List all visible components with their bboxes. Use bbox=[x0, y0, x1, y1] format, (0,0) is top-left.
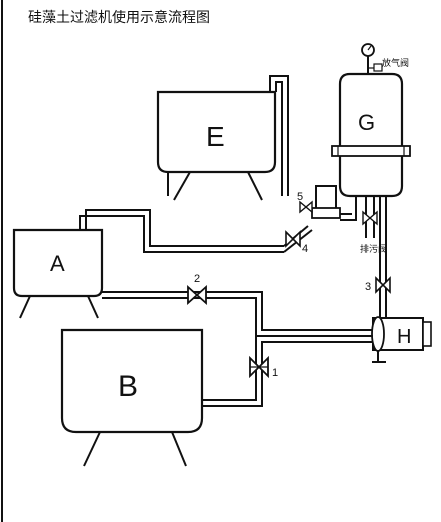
filter-g: G bbox=[331, 72, 411, 198]
valve-3-label: 3 bbox=[365, 281, 371, 293]
valve-2: 2 bbox=[187, 273, 207, 306]
valve-2-label: 2 bbox=[194, 273, 200, 285]
drain-valve-label: 排污阀 bbox=[360, 243, 387, 255]
valve-5-body bbox=[315, 185, 337, 211]
diagram-title: 硅藻土过滤机使用示意流程图 bbox=[28, 9, 210, 26]
valve-4: 4 bbox=[285, 230, 308, 255]
valve-5-icon bbox=[299, 200, 313, 214]
tank-b: B bbox=[60, 328, 204, 467]
vent-valve-assembly: 放气阀 bbox=[361, 43, 409, 74]
valve-3: 3 bbox=[365, 276, 391, 294]
tank-e: E bbox=[156, 90, 277, 201]
valve-5: 5 bbox=[297, 191, 313, 214]
vent-valve-icon bbox=[373, 63, 383, 72]
valve-4-icon bbox=[285, 230, 301, 248]
pump-h: H bbox=[371, 316, 432, 363]
drain-valve-assembly: 排污阀 bbox=[360, 196, 387, 255]
valve-5-label: 5 bbox=[297, 191, 303, 203]
pump-h-label: H bbox=[397, 326, 411, 348]
valve-3-icon bbox=[375, 276, 391, 294]
vent-valve-label: 放气阀 bbox=[382, 57, 409, 69]
valve-4-label: 4 bbox=[302, 243, 308, 255]
tank-b-label: B bbox=[118, 370, 138, 403]
valve-1-label: 1 bbox=[272, 367, 278, 379]
tank-a-label: A bbox=[50, 251, 65, 276]
valve-2-icon bbox=[187, 284, 207, 306]
tank-a: A bbox=[12, 228, 104, 319]
tank-e-label: E bbox=[206, 121, 225, 152]
filter-g-label: G bbox=[358, 110, 375, 135]
valve-1: 1 bbox=[249, 355, 278, 379]
drain-valve-icon bbox=[362, 210, 378, 226]
